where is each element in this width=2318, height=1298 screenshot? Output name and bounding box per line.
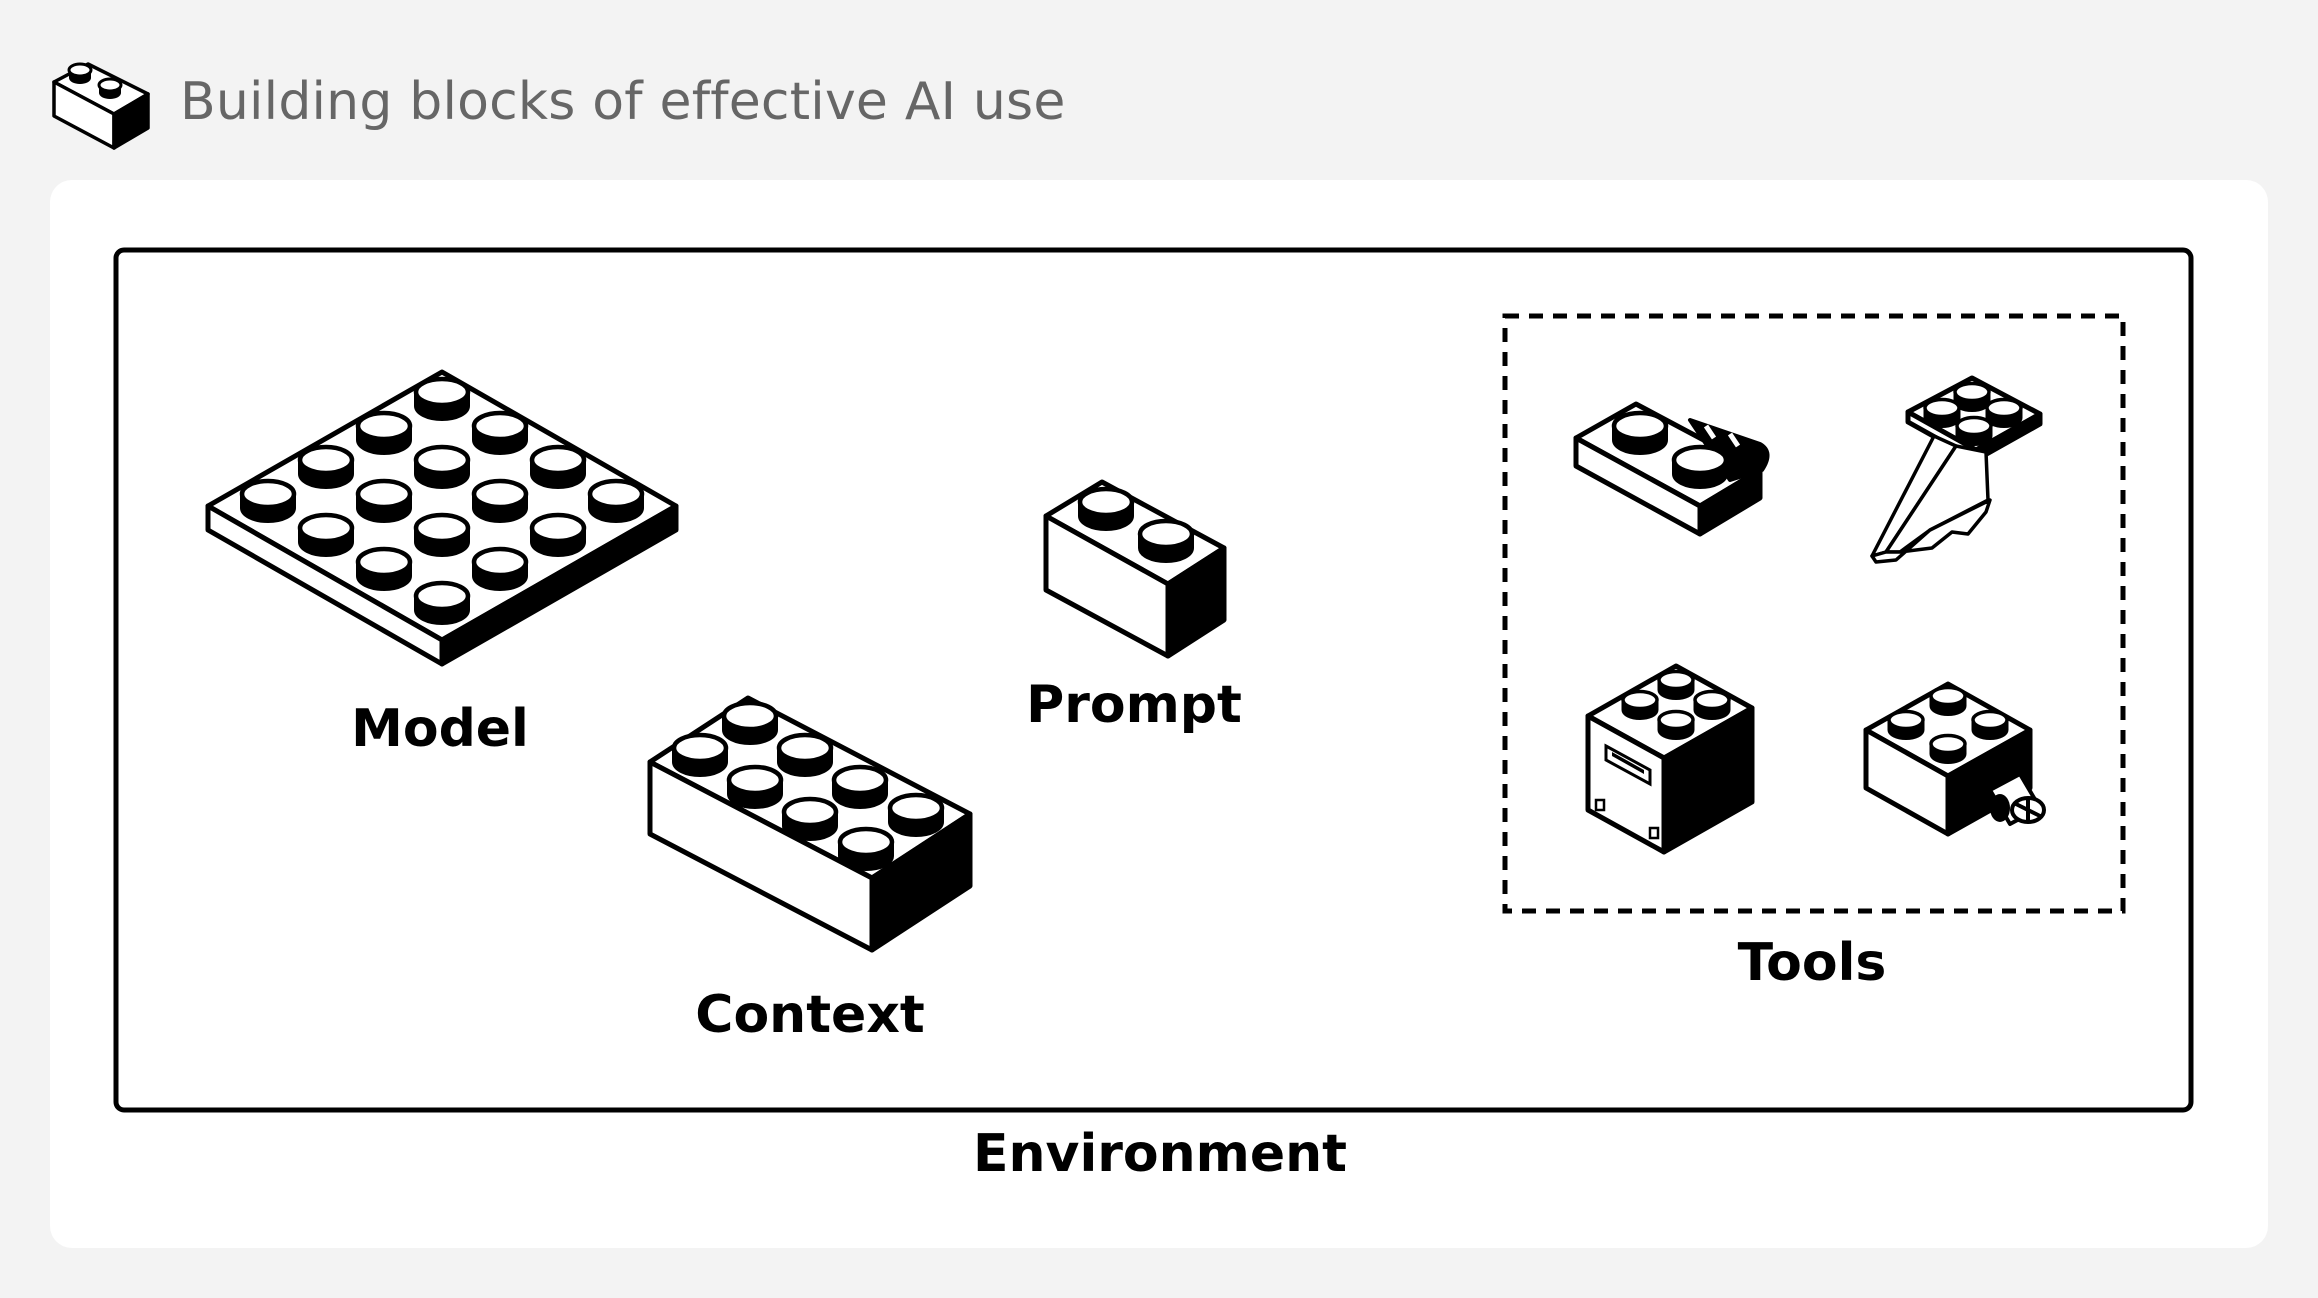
tools-box	[1502, 313, 2126, 914]
model-label: Model	[351, 699, 529, 759]
angled-support-icon	[1870, 375, 2043, 564]
axle-brick-icon	[1863, 681, 2046, 837]
prompt-brick-icon	[1043, 479, 1227, 659]
page-title: Building blocks of effective AI use	[180, 72, 1066, 132]
lego-brick-icon	[52, 62, 150, 150]
hinge-plate-icon	[1573, 401, 1770, 537]
context-label: Context	[695, 985, 924, 1045]
panel-brick-icon	[1585, 663, 1755, 855]
environment-label: Environment	[973, 1124, 1347, 1184]
context-brick-icon	[647, 695, 973, 953]
environment-box	[113, 247, 2194, 1113]
prompt-label: Prompt	[1026, 675, 1242, 735]
header: Building blocks of effective AI use	[50, 52, 1066, 152]
model-plate-icon	[205, 369, 679, 667]
tools-label: Tools	[1738, 933, 1887, 993]
